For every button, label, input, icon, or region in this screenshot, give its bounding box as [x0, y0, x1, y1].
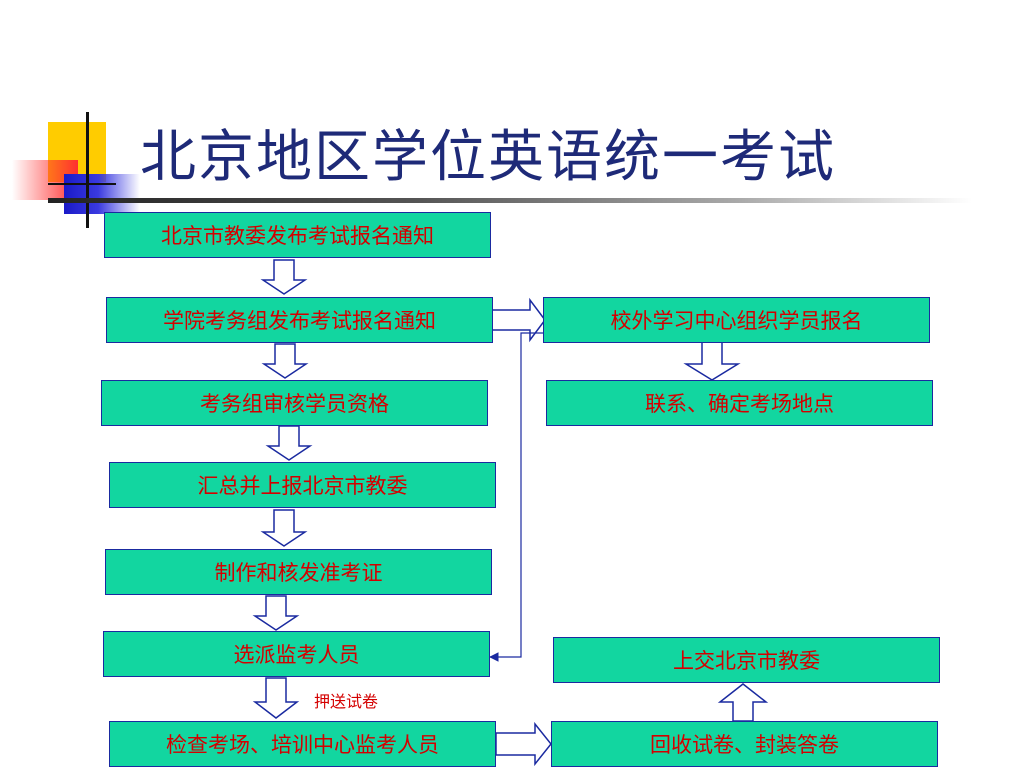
step-admission-ticket: 制作和核发准考证	[105, 549, 492, 595]
step-review: 考务组审核学员资格	[101, 380, 488, 426]
step-notice-college: 学院考务组发布考试报名通知	[106, 297, 493, 343]
arrow-down-2	[261, 343, 309, 379]
step-submit-city: 上交北京市教委	[553, 637, 940, 683]
arrow-down-3	[265, 425, 313, 461]
title-ornament-blue-gradient	[64, 174, 140, 214]
page-title: 北京地区学位英语统一考试	[140, 125, 836, 190]
arrow-right-bottom	[495, 721, 552, 767]
step-off-campus-register: 校外学习中心组织学员报名	[543, 297, 930, 343]
step-collect-seal: 回收试卷、封装答卷	[551, 721, 938, 767]
arrow-down-6	[252, 677, 300, 719]
title-ornament-vertical-line	[86, 112, 89, 228]
step-notice-city: 北京市教委发布考试报名通知	[104, 212, 491, 258]
arrow-right-top	[490, 297, 546, 343]
arrow-down-5	[252, 595, 300, 631]
arrow-down-4	[260, 509, 308, 547]
arrow-down-right	[683, 341, 741, 381]
step-inspect-train: 检查考场、培训中心监考人员	[109, 721, 496, 767]
title-ornament-horizontal-line	[48, 183, 116, 185]
step-assign-proctors: 选派监考人员	[103, 631, 490, 677]
annotation-escort-papers: 押送试卷	[314, 692, 379, 711]
step-venue: 联系、确定考场地点	[546, 380, 933, 426]
step-summarize: 汇总并上报北京市教委	[109, 462, 496, 508]
arrow-up-right	[717, 683, 769, 722]
title-underline	[48, 198, 972, 203]
feedback-line	[489, 332, 543, 662]
arrow-down-1	[260, 259, 308, 295]
